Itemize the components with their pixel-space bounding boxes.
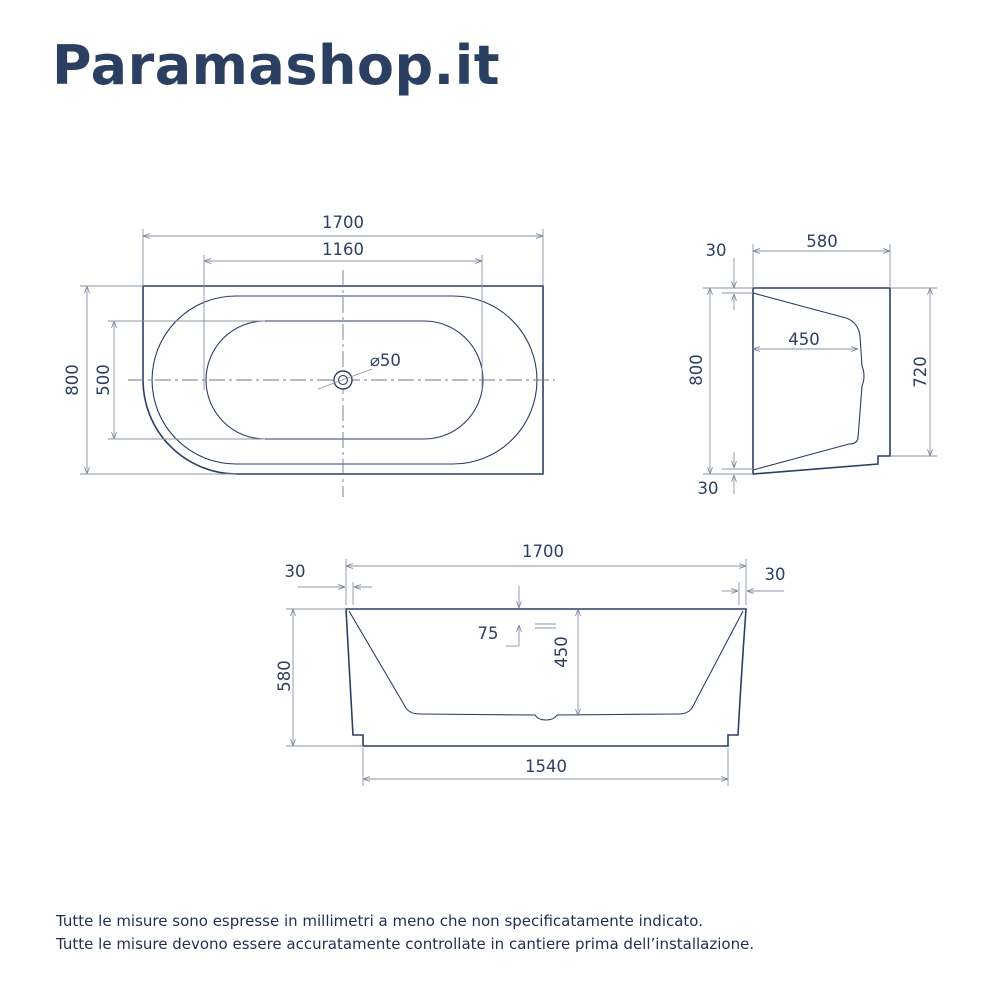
drain-inner xyxy=(337,374,349,386)
front-view: 1700 30 30 75 450 580 1540 xyxy=(275,542,786,786)
footnote-units: Tutte le misure sono espresse in millime… xyxy=(56,912,703,930)
dim-side-depth: 580 xyxy=(806,232,838,251)
footnotes: Tutte le misure sono espresse in millime… xyxy=(56,910,754,956)
dim-front-overall-length: 1700 xyxy=(522,542,564,561)
drain-leader xyxy=(317,368,373,390)
dim-front-rim-right: 30 xyxy=(765,565,786,584)
dim-side-height-left: 800 xyxy=(687,354,706,386)
dim-front-inner-depth: 450 xyxy=(552,636,571,668)
side-inner-profile xyxy=(752,292,865,471)
top-view: ⌀50 1700 1160 800 500 xyxy=(63,213,555,497)
dim-side-height-right: 720 xyxy=(911,356,930,388)
front-profile-outline xyxy=(345,608,747,747)
tub-basin-outline xyxy=(205,320,484,440)
dim-drain-diameter: ⌀50 xyxy=(370,351,401,370)
dim-side-rim-bottom: 30 xyxy=(698,479,719,498)
dim-front-overflow-offset: 75 xyxy=(478,624,499,643)
side-profile-outline xyxy=(752,287,891,475)
side-view: 580 450 720 800 30 30 xyxy=(687,232,937,498)
dim-front-base-length: 1540 xyxy=(525,757,567,776)
dim-front-height: 580 xyxy=(275,660,294,692)
dim-top-inner-width: 500 xyxy=(94,364,113,396)
footnote-verification: Tutte le misure devono essere accuratame… xyxy=(56,935,755,953)
dim-top-overall-length: 1700 xyxy=(322,213,364,232)
dim-side-inner-width: 450 xyxy=(788,330,820,349)
dim-top-overall-width: 800 xyxy=(63,364,82,396)
dim-front-rim-left: 30 xyxy=(285,562,306,581)
tub-rim-outline xyxy=(151,295,538,465)
dim-side-rim-top: 30 xyxy=(706,241,727,260)
brand-logo: Paramashop.it xyxy=(52,34,501,97)
dim-top-inner-length: 1160 xyxy=(322,240,364,259)
front-inner-profile xyxy=(348,610,744,721)
